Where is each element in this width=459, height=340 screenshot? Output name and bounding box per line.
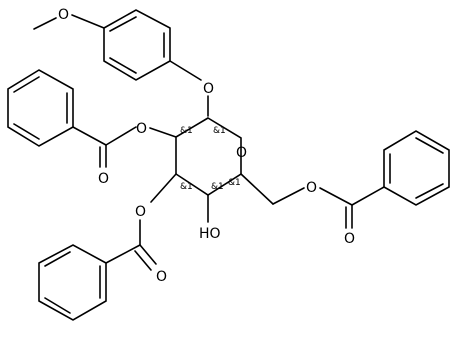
- methoxy-bond: [71, 14, 105, 29]
- benzoyl-group-c2: [7, 69, 137, 168]
- stereo-label-c4: &1: [211, 182, 224, 192]
- stereo-label-c2: &1: [180, 126, 193, 136]
- phenyl-double-c3-2: [44, 251, 71, 267]
- ester-oxygen-c2-label: O: [136, 121, 147, 137]
- phenyl-link-c3: [105, 244, 141, 264]
- methoxyphenyl-group: [33, 9, 202, 81]
- c3-o-bond: [150, 173, 177, 203]
- ester-bond-c6: [319, 187, 353, 206]
- anisyl-double-1: [109, 16, 137, 32]
- phenyl-ring-c3: [38, 244, 107, 321]
- ester-oxygen-c3-label: O: [135, 204, 146, 220]
- phenyl-ring-c2: [7, 69, 74, 147]
- aryl-ether-bond: [169, 60, 202, 81]
- carbonyl-double-c3: [134, 250, 152, 271]
- ring-oxygen-label: O: [236, 145, 247, 161]
- ether-oxygen-label: O: [203, 81, 214, 97]
- c6-o-bond: [272, 187, 305, 205]
- methyl-bond: [33, 17, 57, 30]
- stereo-label-c1: &1: [213, 126, 226, 136]
- phenyl-double-c6-3: [415, 183, 444, 199]
- ring-bonds: [175, 117, 242, 196]
- ester-bond-c2: [105, 126, 137, 146]
- stereo-label-c5: &1: [228, 178, 241, 188]
- anisyl-double-3: [109, 57, 137, 74]
- benzoyl-group-c6: [319, 130, 450, 229]
- methoxy-oxygen-label: O: [58, 7, 69, 23]
- phenyl-double-c2-3: [13, 76, 40, 93]
- phenyl-link-c2: [72, 126, 107, 146]
- carbonyl-oxygen-c3-label: O: [156, 269, 167, 285]
- phenyl-double-c3-3: [44, 297, 71, 314]
- carbonyl-oxygen-c6-label: O: [344, 231, 355, 247]
- phenyl-link-c6: [351, 186, 385, 206]
- phenyl-double-c6-2: [415, 137, 444, 154]
- phenyl-ring-c6: [383, 130, 450, 206]
- stereo-label-c3: &1: [180, 182, 193, 192]
- carbonyl-bond-c3: [139, 244, 157, 265]
- hydroxyl-label: HO: [199, 226, 221, 242]
- carbonyl-oxygen-c2-label: O: [98, 171, 109, 187]
- benzoyl-group-c3: [38, 219, 157, 321]
- c5-c6-bond: [240, 173, 274, 205]
- sugar-ring: [149, 95, 305, 223]
- phenyl-double-c2-2: [13, 123, 40, 140]
- ester-oxygen-c6-label: O: [306, 180, 317, 196]
- c2-o-bond: [149, 127, 177, 138]
- anisyl-ring: [103, 9, 171, 81]
